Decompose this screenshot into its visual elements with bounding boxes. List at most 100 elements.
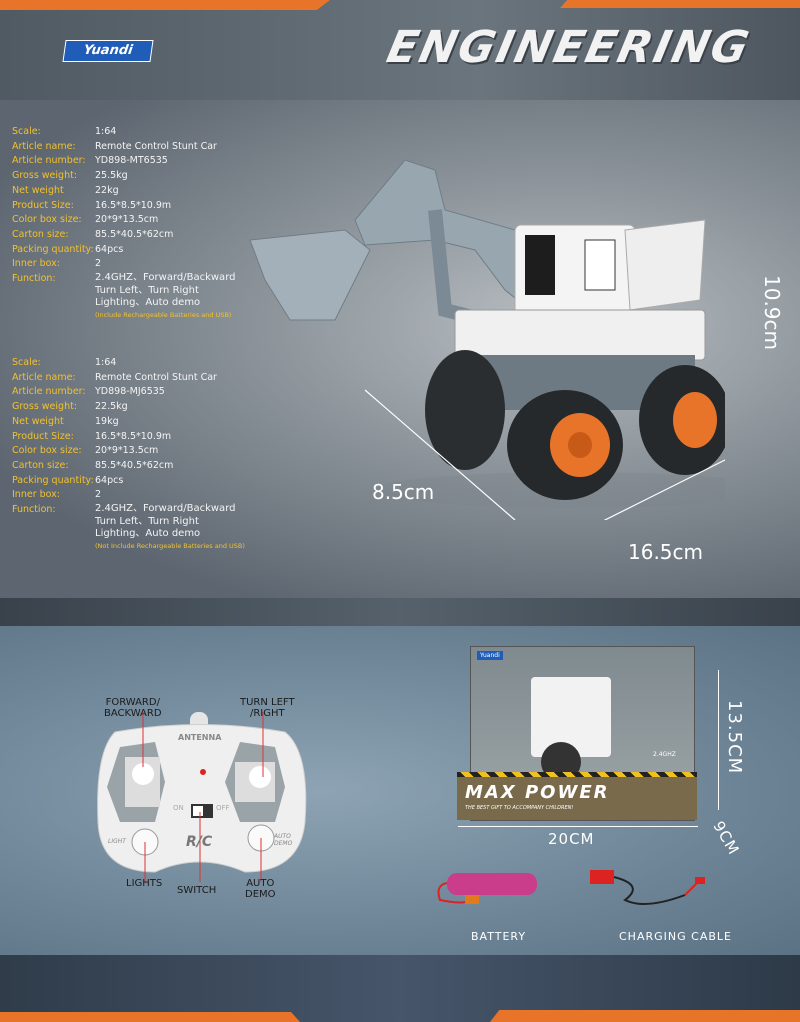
spec-value: Remote Control Stunt Car: [95, 140, 217, 152]
spec-row: Scale: 1:64: [12, 125, 272, 140]
spec-label: Net weight: [12, 184, 64, 196]
spec-value: 22.5kg: [95, 401, 128, 413]
spec-row: Product Size: 16.5*8.5*10.9m: [12, 430, 272, 445]
spec-value: 85.5*40.5*62cm: [95, 228, 174, 240]
spec-label: Gross weight:: [12, 401, 78, 413]
light-tag: LIGHT: [108, 838, 126, 845]
auto-demo-label: AUTO DEMO: [245, 878, 276, 900]
box-headline: MAX POWER: [465, 782, 610, 803]
spec-value: 2: [95, 258, 102, 270]
spec-row: Article number: YD898-MT6535: [12, 154, 272, 169]
spec-label: Color box size:: [12, 445, 82, 457]
spec-row: Color box size: 20*9*13.5cm: [12, 213, 272, 228]
spec-row: Color box size: 20*9*13.5cm: [12, 444, 272, 459]
lights-label: LIGHTS: [126, 878, 163, 889]
box-brand-logo: Yuandi: [477, 651, 503, 660]
spec-label: Carton size:: [12, 459, 69, 471]
off-label: OFF: [216, 804, 230, 812]
spec-value: 1:64: [95, 126, 117, 137]
spec-row: Article name: Remote Control Stunt Car: [12, 140, 272, 155]
spec-label: Inner box:: [12, 489, 60, 501]
spec-row: Packing quantity:64pcs: [12, 243, 272, 258]
rc-logo: R/C: [186, 834, 213, 850]
function-line: Turn Left、Turn Right: [95, 515, 199, 527]
spec-row: Article number:YD898-MJ6535: [12, 385, 272, 400]
function-line: 2.4GHZ、Forward/Backward: [95, 503, 236, 515]
spec-row: Inner box: 2: [12, 488, 272, 503]
spec-label: Color box size:: [12, 214, 82, 226]
height-dimension: 10.9cm: [760, 275, 784, 351]
spec-label: Net weight: [12, 415, 64, 427]
spec-label: Function:: [12, 273, 56, 285]
spec-row: Net weight 19kg: [12, 415, 272, 430]
function-line: Turn Left、Turn Right: [95, 284, 199, 296]
spec-row: Carton size: 85.5*40.5*62cm: [12, 459, 272, 474]
spec-value: 64pcs: [95, 243, 124, 255]
page-title: ENGINEERING: [382, 22, 755, 73]
spec-label: Product Size:: [12, 430, 74, 442]
spec-label: Scale:: [12, 126, 41, 137]
spec-row: Gross weight:25.5kg: [12, 169, 272, 184]
box-front-panel: MAX POWER THE BEST GIFT TO ACCOMPANY CHI…: [457, 772, 697, 820]
spec-value: 16.5*8.5*10.9m: [95, 430, 172, 442]
spec-value: 20*9*13.5cm: [95, 445, 159, 457]
switch-label: SWITCH: [177, 885, 217, 896]
spec-value: YD898-MT6535: [95, 155, 168, 167]
spec-note: (Include Rechargeable Batteries and USB): [95, 310, 232, 319]
forward-backward-label: FORWARD/ BACKWARD: [104, 697, 162, 719]
function-line: 2.4GHZ、Forward/Backward: [95, 272, 236, 284]
spec-label: Function:: [12, 504, 56, 516]
box-width-dimension: 20CM: [548, 830, 595, 848]
spec-row: Packing quantity:64pcs: [12, 474, 272, 489]
box-frequency: 2.4GHZ: [653, 751, 676, 758]
spec-value: Remote Control Stunt Car: [95, 371, 217, 383]
box-tagline: THE BEST GIFT TO ACCOMPANY CHILDREN!: [465, 805, 574, 811]
spec-label: Carton size:: [12, 228, 69, 240]
spec-value: 1:64: [95, 357, 117, 368]
remote-controller-image: [97, 712, 307, 882]
spec-row: Inner box: 2: [12, 257, 272, 272]
battery-label: BATTERY: [471, 930, 527, 943]
function-line: Lighting、Auto demo: [95, 528, 201, 540]
depth-dimension: 8.5cm: [372, 480, 435, 504]
orange-stripe: [560, 0, 800, 8]
product-box: Yuandi 2.4GHZ MAX POWER THE BEST GIFT TO…: [457, 646, 697, 821]
spec-value: 19kg: [95, 415, 119, 427]
spec-value: YD898-MJ6535: [95, 386, 165, 398]
spec-label: Product Size:: [12, 199, 74, 211]
spec-label: Article number:: [12, 155, 86, 167]
spec-note: (Not Include Rechargeable Batteries and …: [95, 541, 245, 550]
box-truck-image: [531, 677, 611, 757]
spec-label: Article name:: [12, 140, 76, 152]
orange-stripe: [0, 0, 330, 10]
spec-value: 25.5kg: [95, 170, 128, 182]
function-line: Lighting、Auto demo: [95, 297, 201, 309]
spec-label: Article name:: [12, 371, 76, 383]
excavator-truck-image: [249, 159, 725, 520]
spec-row: Scale:1:64: [12, 356, 272, 371]
spec-value: 20*9*13.5cm: [95, 214, 159, 226]
charging-cable-label: CHARGING CABLE: [619, 930, 732, 943]
spec-value: 64pcs: [95, 474, 124, 486]
spec-row: Carton size: 85.5*40.5*62cm: [12, 228, 272, 243]
on-label: ON: [173, 804, 184, 812]
divider-band: [0, 598, 800, 626]
spec-value: 2: [95, 489, 102, 501]
spec-label: Packing quantity:: [12, 243, 94, 255]
length-dimension: 16.5cm: [628, 540, 704, 564]
auto-tag: AUTO DEMO: [274, 833, 293, 847]
battery-image: [437, 873, 537, 904]
box-height-dimension: 13.5CM: [724, 700, 745, 775]
spec-value: 85.5*40.5*62cm: [95, 459, 174, 471]
orange-stripe: [490, 1010, 800, 1022]
spec-label: Inner box:: [12, 258, 60, 270]
spec-row: Gross weight: 22.5kg: [12, 400, 272, 415]
spec-row: Article name: Remote Control Stunt Car: [12, 371, 272, 386]
spec-row: Product Size:16.5*8.5*10.9m: [12, 199, 272, 214]
charging-cable-image: [590, 870, 705, 905]
antenna-label: ANTENNA: [178, 733, 222, 742]
